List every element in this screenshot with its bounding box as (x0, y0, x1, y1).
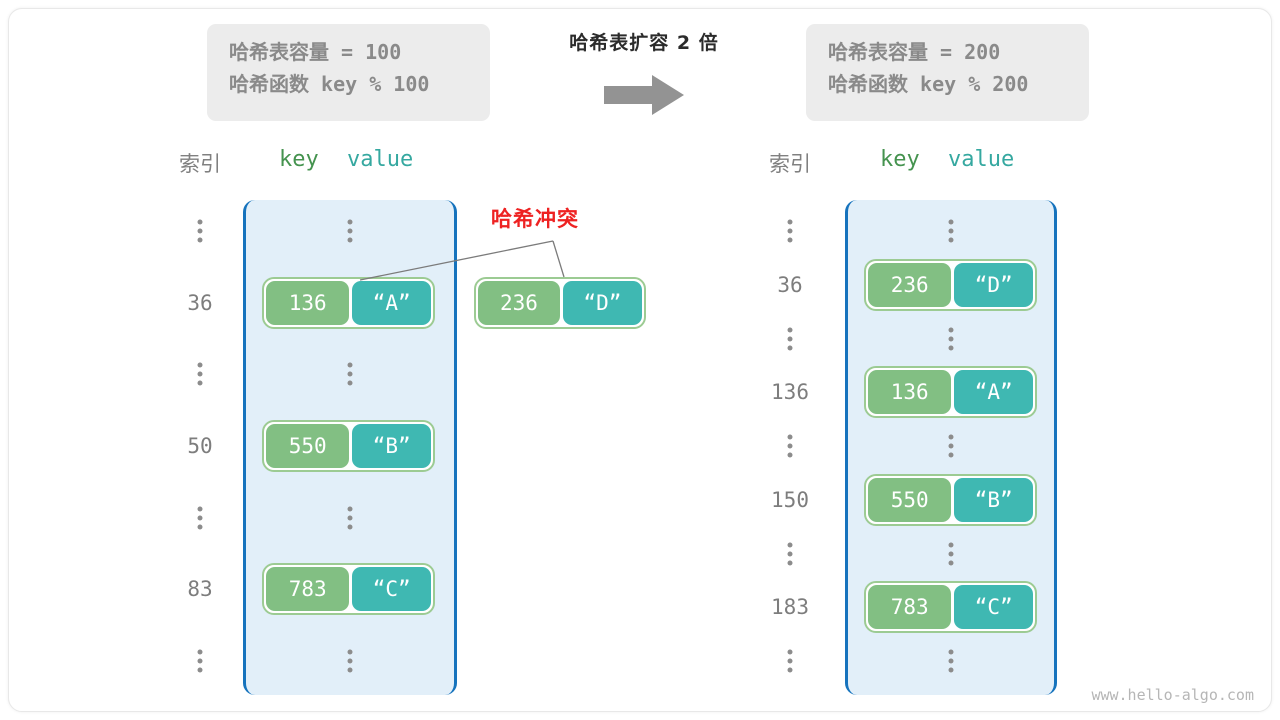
bucket-ellipsis-icon (347, 219, 353, 243)
bucket-ellipsis-icon (347, 362, 353, 386)
index-ellipsis-icon (787, 542, 793, 565)
key-value-pair: 136“A” (262, 276, 435, 329)
pair-value: “C” (352, 567, 431, 612)
right-arrow-icon (530, 73, 758, 117)
colliding-pair-node: 236 “D” (474, 277, 646, 329)
pair-key: 236 (868, 262, 952, 307)
right-info-box: 哈希表容量 = 200 哈希函数 key % 200 (806, 24, 1089, 121)
left-hash-line: 哈希函数 key % 100 (229, 72, 430, 97)
left-header-key: key (279, 147, 319, 172)
bucket-ellipsis-icon (948, 327, 954, 350)
index-label: 136 (771, 380, 809, 405)
watermark: www.hello-algo.com (1091, 686, 1254, 704)
right-capacity-line: 哈希表容量 = 200 (828, 40, 1001, 64)
pair-key: 550 (868, 477, 952, 522)
index-ellipsis-icon (787, 434, 793, 458)
key-value-pair: 136“A” (864, 366, 1037, 419)
pair-value: “B” (954, 477, 1033, 522)
index-ellipsis-icon (197, 649, 203, 673)
index-ellipsis-icon (197, 506, 203, 530)
pair-value: “A” (954, 370, 1033, 415)
bucket-ellipsis-icon (347, 649, 353, 673)
colliding-pair-key: 236 (478, 281, 560, 325)
left-header-index: 索引 (179, 152, 221, 176)
key-value-pair: 550“B” (864, 473, 1037, 526)
right-hash-line: 哈希函数 key % 200 (828, 72, 1029, 97)
index-ellipsis-icon (197, 362, 203, 386)
bucket-ellipsis-icon (948, 434, 954, 458)
index-ellipsis-icon (787, 649, 793, 673)
pair-value: “C” (954, 585, 1033, 630)
expand-annotation: 哈希表扩容 2 倍 (530, 28, 758, 117)
index-ellipsis-icon (787, 327, 793, 350)
pair-value: “B” (352, 424, 431, 468)
bucket-ellipsis-icon (347, 506, 353, 530)
diagram-frame (8, 8, 1272, 712)
right-header-key: key (880, 147, 920, 172)
pair-key: 783 (266, 567, 350, 612)
collision-label: 哈希冲突 (491, 207, 579, 231)
expand-title: 哈希表扩容 2 倍 (569, 32, 719, 54)
pair-key: 550 (266, 424, 350, 468)
index-ellipsis-icon (197, 219, 203, 243)
left-header-value: value (347, 147, 414, 172)
index-label: 36 (187, 290, 213, 315)
right-header-value: value (948, 147, 1015, 172)
bucket-ellipsis-icon (948, 219, 954, 243)
index-label: 36 (777, 272, 803, 297)
pair-key: 136 (868, 370, 952, 415)
key-value-pair: 550“B” (262, 420, 435, 472)
key-value-pair: 783“C” (864, 581, 1037, 634)
index-ellipsis-icon (787, 219, 793, 243)
bucket-ellipsis-icon (948, 649, 954, 673)
pair-key: 136 (266, 280, 350, 325)
bucket-ellipsis-icon (948, 542, 954, 565)
key-value-pair: 783“C” (262, 563, 435, 616)
pair-key: 783 (868, 585, 952, 630)
key-value-pair: 236“D” (864, 258, 1037, 311)
pair-value: “A” (352, 280, 431, 325)
index-label: 150 (771, 487, 809, 512)
right-header-index: 索引 (769, 152, 811, 176)
left-info-box: 哈希表容量 = 100 哈希函数 key % 100 (207, 24, 490, 121)
pair-value: “D” (954, 262, 1033, 307)
index-label: 83 (187, 577, 213, 602)
colliding-pair-value: “D” (562, 281, 642, 325)
index-label: 50 (187, 434, 213, 458)
index-label: 183 (771, 595, 809, 620)
left-capacity-line: 哈希表容量 = 100 (229, 40, 402, 64)
